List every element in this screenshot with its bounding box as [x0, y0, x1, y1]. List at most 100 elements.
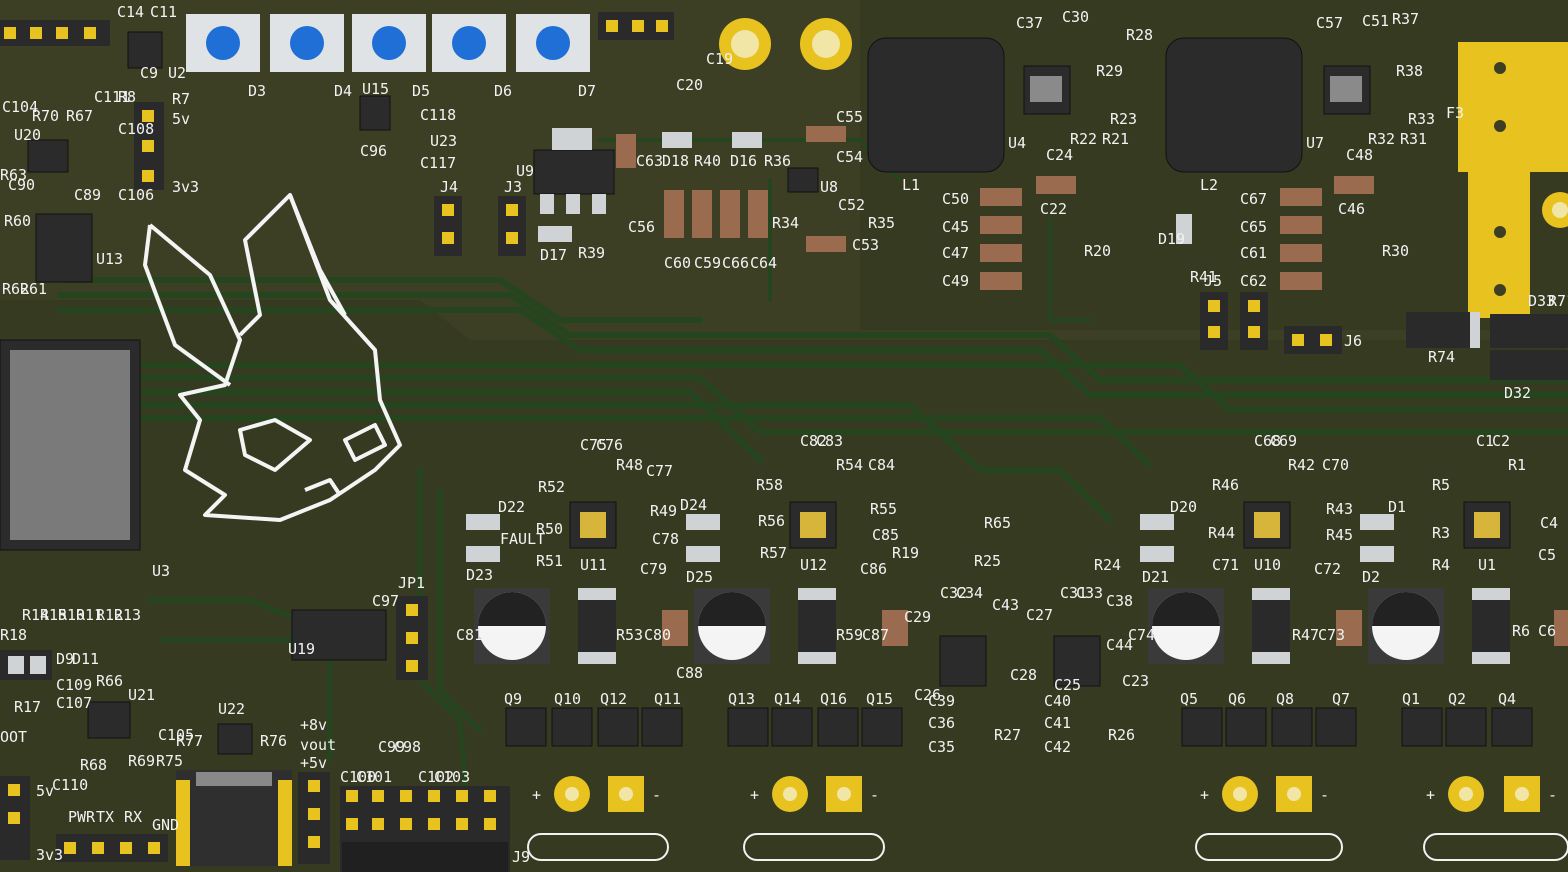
- label-u8: U8: [820, 178, 838, 196]
- label-r69: R69: [128, 752, 155, 770]
- label-r1: R1: [1508, 456, 1526, 474]
- label-r60: R60: [4, 212, 31, 230]
- label-r66: R66: [96, 672, 123, 690]
- label-r7: R7: [172, 90, 190, 108]
- label-d18: D18: [662, 152, 689, 170]
- label-r55: R55: [870, 500, 897, 518]
- label-c34: C34: [956, 584, 983, 602]
- label-c61: C61: [1240, 244, 1267, 262]
- label-c41: C41: [1044, 714, 1071, 732]
- label-d32: D32: [1504, 384, 1531, 402]
- label-d16: D16: [730, 152, 757, 170]
- label-c46: C46: [1338, 200, 1365, 218]
- label-r63: R63: [0, 166, 27, 184]
- label-r51: R51: [536, 552, 563, 570]
- label-r45: C71: [1212, 556, 1239, 574]
- label-u1: U1: [1478, 556, 1496, 574]
- label-c76: C76: [596, 436, 623, 454]
- label-c59: C59: [694, 254, 721, 272]
- label-q4: Q4: [1498, 690, 1516, 708]
- label-r33: R33: [1408, 110, 1435, 128]
- label-c53: C53: [852, 236, 879, 254]
- label-c87: C87: [862, 626, 889, 644]
- label-r21: R21: [1102, 130, 1129, 148]
- label-c78: C78: [652, 530, 679, 548]
- label-c90: C90: [8, 176, 35, 194]
- label-c40: C40: [1044, 692, 1071, 710]
- label-d4: D4: [334, 82, 352, 100]
- label-d20: D20: [1170, 498, 1197, 516]
- label-c47: C47: [942, 244, 969, 262]
- label-u9: U9: [516, 162, 534, 180]
- label-c111: C111: [94, 88, 130, 106]
- label-d3: D3: [248, 82, 266, 100]
- label-r65: R65: [984, 514, 1011, 532]
- label-c6: C6: [1538, 622, 1556, 640]
- label-c104: C104: [2, 98, 38, 116]
- label-r77: R77: [176, 732, 203, 750]
- label-c5: C5: [1538, 546, 1556, 564]
- label-c39: C39: [928, 692, 955, 710]
- label-d5: D5: [412, 82, 430, 100]
- label-d7: D7: [578, 82, 596, 100]
- label-c105: C105: [158, 726, 194, 744]
- label-r19: R19: [892, 544, 919, 562]
- ground-pour: [0, 300, 1568, 872]
- inductors: [867, 37, 1303, 173]
- label-r75: R75: [156, 752, 183, 770]
- label-u10: U10: [1254, 556, 1281, 574]
- label-r13: R13: [114, 606, 141, 624]
- label-fault: FAULT: [500, 530, 545, 548]
- label-r27: R27: [994, 726, 1021, 744]
- label-r15: R15: [40, 606, 67, 624]
- pin-headers: [434, 12, 1342, 354]
- label-r52: R52: [538, 478, 565, 496]
- label-r20: R20: [1084, 242, 1111, 260]
- label-plus-4: +: [1426, 786, 1435, 804]
- label-c66: C66: [722, 254, 749, 272]
- label-c110: C110: [52, 776, 88, 794]
- label-c27: C27: [1026, 606, 1053, 624]
- label-r74: R74: [1428, 348, 1455, 366]
- label-r6: R6: [1512, 622, 1530, 640]
- label-c26: C26: [914, 686, 941, 704]
- label-c100: C100: [340, 768, 376, 786]
- label-c63: C63: [636, 152, 663, 170]
- label-c99: C99: [378, 738, 405, 756]
- label-r36: R36: [764, 152, 791, 170]
- label-d19: D19: [1158, 230, 1185, 248]
- label-c38: C38: [1106, 592, 1133, 610]
- label-r43: R43: [1326, 500, 1353, 518]
- label-q9: Q9: [504, 690, 522, 708]
- label-c97: C97: [372, 592, 399, 610]
- label-rx: RX: [124, 808, 142, 826]
- label-c48: C48: [1346, 146, 1373, 164]
- label-l2: L2: [1200, 176, 1218, 194]
- label-vout: vout: [300, 736, 336, 754]
- label-u20: U20: [14, 126, 41, 144]
- label-c56: C56: [628, 218, 655, 236]
- label-c23: C23: [1122, 672, 1149, 690]
- label-c102: C102: [418, 768, 454, 786]
- label-r23: R23: [1110, 110, 1137, 128]
- label-q10: Q10: [554, 690, 581, 708]
- label-c69: C69: [1270, 432, 1297, 450]
- label-c117: C117: [420, 154, 456, 172]
- label-d25: D25: [686, 568, 713, 586]
- label-r67: R67: [66, 107, 93, 125]
- rabbit-logo: [143, 193, 402, 522]
- mounting-holes: [719, 18, 852, 70]
- label-tx: TX: [96, 808, 114, 826]
- label-c86: C86: [860, 560, 887, 578]
- label-minus-2: -: [870, 786, 879, 804]
- label-r44: R44: [1208, 524, 1235, 542]
- label-l1: L1: [902, 176, 920, 194]
- label-u12: U12: [800, 556, 827, 574]
- label-c19: C19: [706, 50, 733, 68]
- label-r58: R58: [756, 476, 783, 494]
- label-c74: C74: [1128, 626, 1155, 644]
- label-c83: C83: [816, 432, 843, 450]
- label-c28: C28: [1010, 666, 1037, 684]
